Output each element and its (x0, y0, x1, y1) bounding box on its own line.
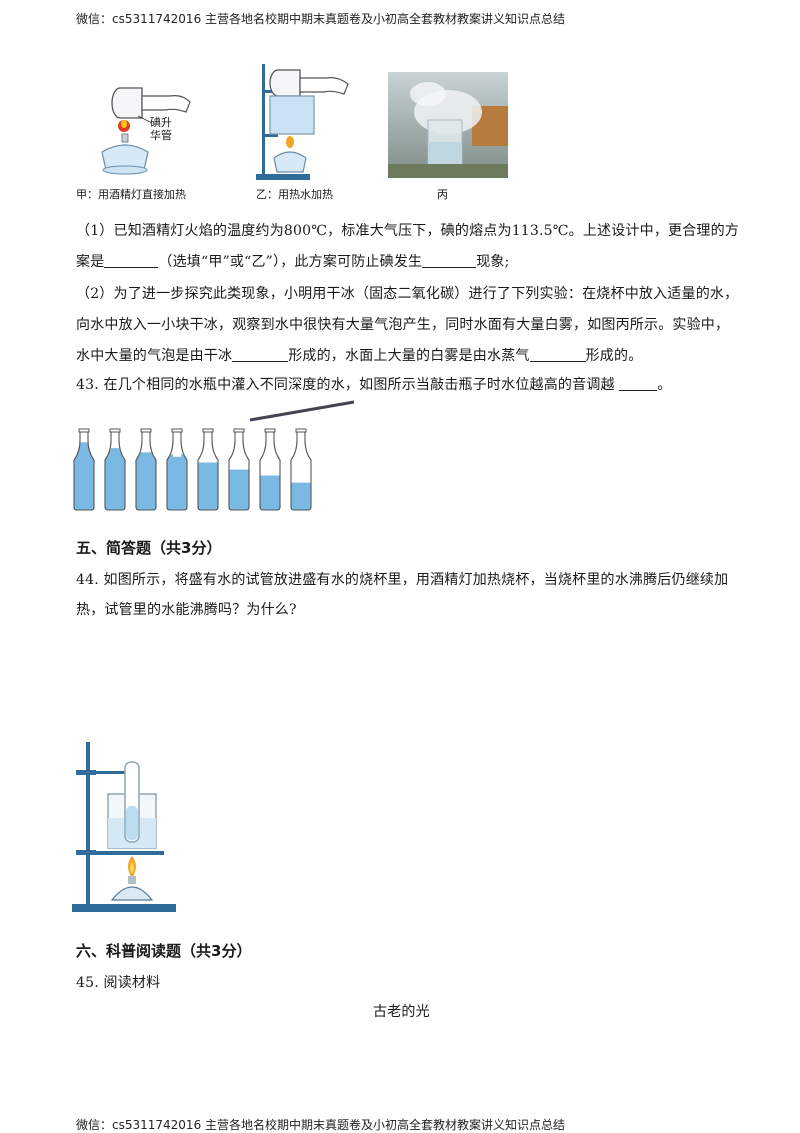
bottle-water-7 (260, 475, 280, 510)
bottle-outline-3 (135, 432, 157, 511)
bottle-outline-4 (166, 432, 188, 511)
caption-yi: 乙：用热水加热 (256, 188, 333, 201)
bottle-water-3 (136, 451, 156, 510)
q42-part2-line3: 水中大量的气泡是由干冰形成的，水面上大量的白雾是由水蒸气形成的。 (76, 347, 643, 364)
bottle-outline-6 (228, 432, 250, 511)
boiling-apparatus-figure (72, 742, 176, 912)
bottle-1 (73, 428, 95, 511)
bottle-7 (259, 428, 281, 511)
bottle-lip-1 (78, 428, 90, 433)
bottle-outline-5 (197, 432, 219, 511)
answer-blank-3[interactable] (232, 347, 289, 362)
bottle-lip-5 (202, 428, 214, 433)
bottle-water-1 (74, 442, 94, 510)
bottle-water-2 (105, 448, 125, 510)
bottles-figure (73, 400, 355, 511)
q44-line2: 热，试管里的水能沸腾吗？为什么? (76, 602, 297, 618)
bottle-3 (135, 428, 157, 511)
answer-blank-2[interactable] (422, 253, 477, 268)
bottle-water-6 (229, 469, 249, 510)
page-footer: 微信：cs5311742016 主营各地名校期中期末真题卷及小初高全套教材教案讲… (76, 1118, 566, 1132)
caption-bing: 丙 (437, 188, 448, 201)
bottle-lip-6 (233, 428, 245, 433)
caption-jia: 甲：用酒精灯直接加热 (76, 188, 186, 201)
section-6-title: 六、科普阅读题（共3分） (76, 942, 252, 960)
bottle-lip-2 (109, 428, 121, 433)
bottle-lip-8 (295, 428, 307, 433)
q43-text: 43. 在几个相同的水瓶中灌入不同深度的水，如图所示当敲击瓶子时水位越高的音调越… (76, 376, 672, 393)
tube-label: 碘升华管 (150, 116, 172, 142)
bottle-8 (290, 428, 312, 511)
figure-jia (101, 87, 191, 175)
figure-yi (256, 64, 349, 180)
bottle-6 (228, 428, 250, 511)
q44-line1: 44. 如图所示，将盛有水的试管放进盛有水的烧杯里，用酒精灯加热烧杯，当烧杯里的… (76, 572, 729, 588)
page-header: 微信：cs5311742016 主营各地名校期中期末真题卷及小初高全套教材教案讲… (76, 12, 566, 26)
bottle-lip-3 (140, 428, 152, 433)
bottle-4 (166, 428, 188, 511)
bottle-outline-8 (290, 432, 312, 511)
answer-blank-5[interactable] (619, 376, 658, 391)
bottle-water-4 (167, 454, 187, 510)
q45-label: 45. 阅读材料 (76, 975, 161, 991)
striking-rod (249, 400, 355, 422)
q42-part2-line1: （2）为了进一步探究此类现象，小明用干冰（固态二氧化碳）进行了下列实验：在烧杯中… (76, 286, 739, 302)
bottle-lip-4 (171, 428, 183, 433)
figure-bing-photo (388, 72, 508, 178)
bottle-outline-1 (73, 432, 95, 511)
bottle-water-5 (198, 462, 218, 510)
q42-part1-line2: 案是（选填“甲”或“乙”），此方案可防止碘发生现象; (76, 253, 510, 270)
bottle-outline-2 (104, 432, 126, 511)
q42-part1-line1: （1）已知酒精灯火焰的温度约为800℃，标准大气压下，碘的熔点为113.5℃。上… (76, 223, 740, 239)
section-5-title: 五、简答题（共3分） (76, 539, 222, 557)
q42-part2-line2: 向水中放入一小块干冰，观察到水中很快有大量气泡产生，同时水面有大量白雾，如图丙所… (76, 317, 730, 333)
bottle-lip-7 (264, 428, 276, 433)
answer-blank-4[interactable] (529, 347, 586, 362)
bottle-outline-7 (259, 432, 281, 511)
answer-blank-1[interactable] (104, 253, 159, 268)
bottle-2 (104, 428, 126, 511)
bottle-water-8 (291, 482, 311, 510)
reading-title: 古老的光 (373, 1004, 430, 1020)
bottle-5 (197, 428, 219, 511)
